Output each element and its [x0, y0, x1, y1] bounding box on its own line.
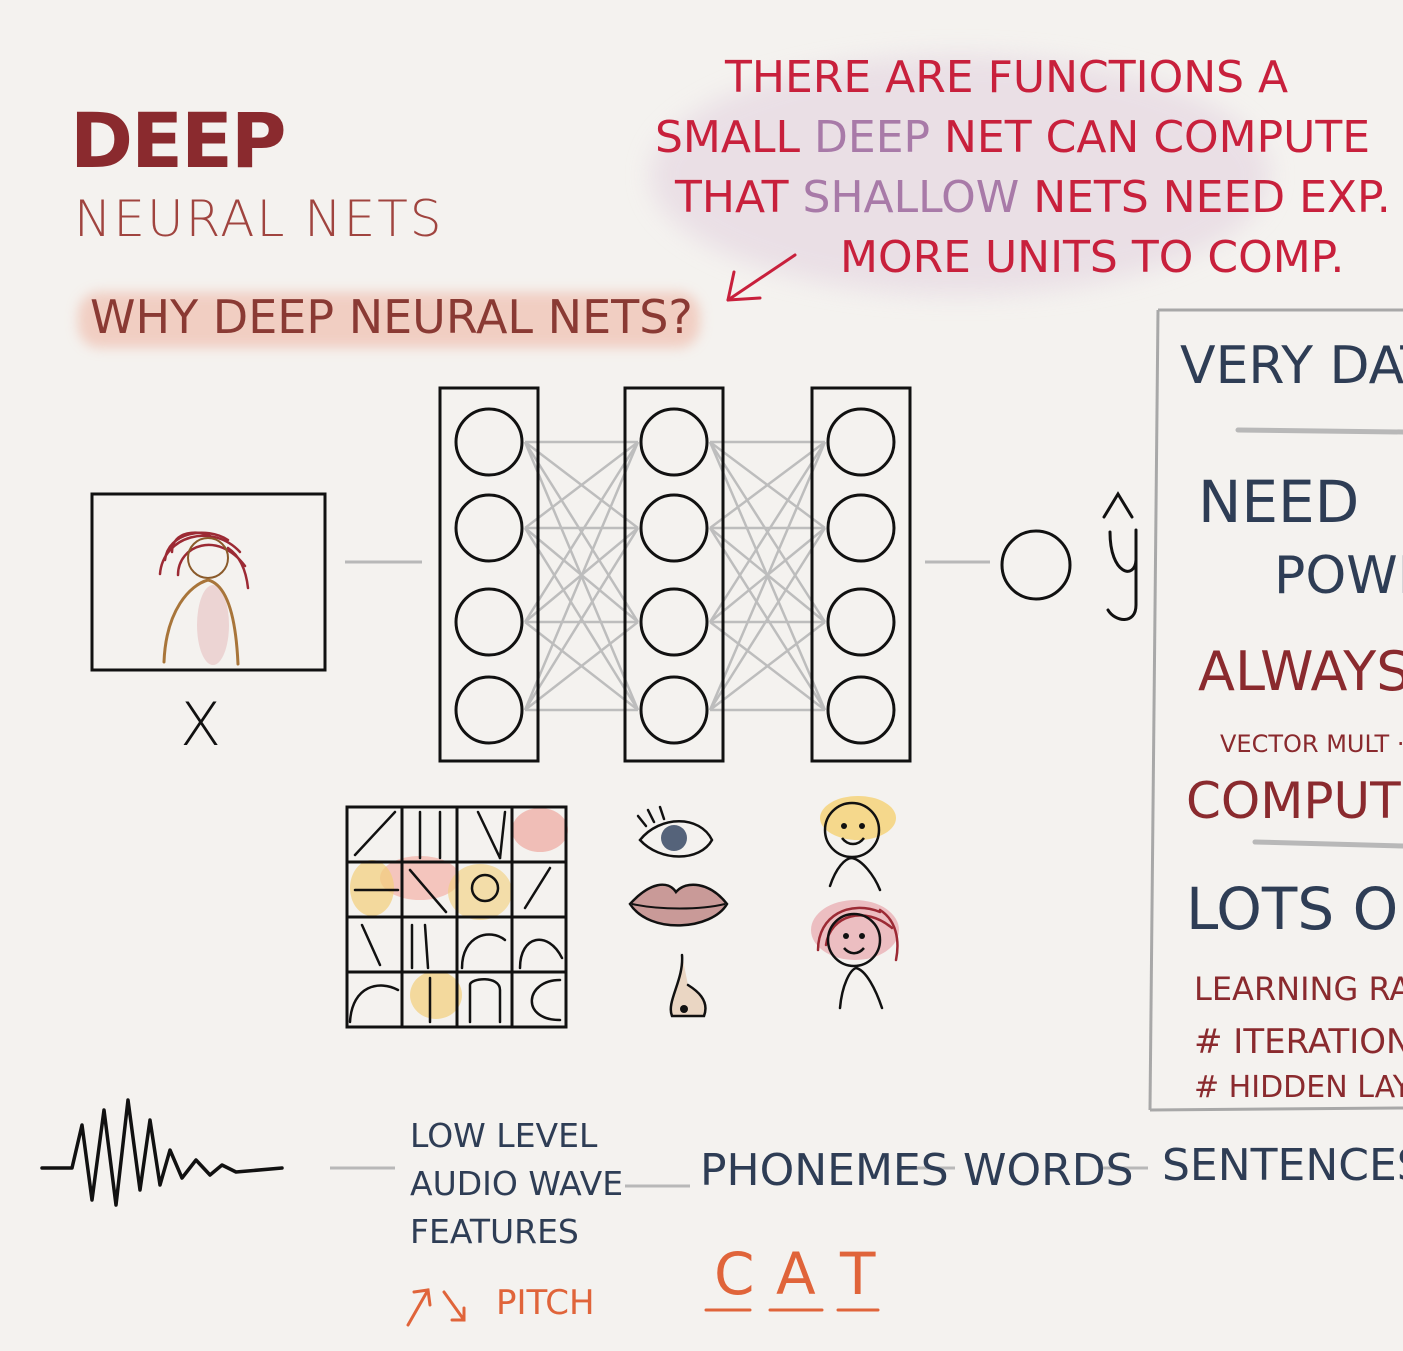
pitch-label: PITCH	[496, 1283, 595, 1323]
side-power: POWE	[1274, 546, 1403, 606]
side-always: ALWAYS	[1198, 640, 1403, 703]
layer-box	[438, 386, 540, 763]
note-accent-word: DEEP	[814, 112, 931, 163]
neuron-node	[826, 493, 896, 563]
sentences-label: SENTENCES	[1162, 1140, 1403, 1191]
audio-feature-line: FEATURES	[410, 1212, 579, 1251]
nose-icon	[669, 953, 707, 1018]
side-need: NEED	[1198, 468, 1360, 536]
connection-edge	[709, 440, 826, 530]
face-icon-2	[811, 900, 899, 1010]
output-hat	[1102, 491, 1134, 519]
note-word: NET CAN COMPUTE	[930, 112, 1371, 163]
note-line: THAT SHALLOW NETS NEED EXP.	[655, 168, 1391, 228]
connection-edge	[523, 441, 640, 623]
connection-edge	[708, 441, 827, 623]
layer-connections-2	[708, 440, 827, 712]
note-arrow	[726, 253, 797, 302]
hidden-layers	[438, 386, 912, 763]
edge-features-grid	[345, 805, 568, 1029]
output-y-glyph	[1106, 528, 1138, 621]
words-label: WORDS	[963, 1145, 1134, 1196]
neuron-node	[826, 675, 896, 745]
connection-edge	[709, 621, 826, 711]
audio-feature-line: AUDIO WAVE	[410, 1164, 624, 1203]
neuron-node	[454, 493, 524, 563]
neuron-node	[454, 675, 524, 745]
side-learning-rate: LEARNING RAT	[1194, 970, 1403, 1008]
note-word: MORE UNITS TO COMP.	[840, 232, 1345, 283]
question-highlight	[78, 292, 700, 348]
connection-edge	[523, 527, 640, 711]
connection-edge	[523, 441, 640, 711]
connection-edge	[708, 441, 827, 711]
side-compute: COMPUTE C	[1186, 772, 1403, 830]
neuron-node	[454, 587, 524, 657]
question-why-deep: WHY DEEP NEURAL NETS?	[90, 290, 693, 344]
note-line: THERE ARE FUNCTIONS A	[655, 48, 1295, 108]
note-line: MORE UNITS TO COMP.	[655, 228, 1344, 288]
layer-box	[810, 386, 912, 763]
note-word: THERE ARE FUNCTIONS A	[725, 52, 1289, 103]
note-word: NETS NEED EXP.	[1019, 172, 1391, 223]
neuron-node	[454, 407, 524, 477]
neuron-node	[826, 587, 896, 657]
neuron-node	[639, 675, 709, 745]
hair-icon	[158, 531, 250, 590]
cat-a: A	[776, 1240, 816, 1308]
note-accent-word: SHALLOW	[802, 172, 1020, 223]
phonemes-label: PHONEMES	[700, 1145, 949, 1196]
input-label-x: X	[180, 690, 222, 760]
connection-edge	[524, 441, 639, 529]
audio-feature-line: LOW LEVEL	[410, 1116, 598, 1155]
connection-edge	[708, 527, 827, 711]
cat-c: C	[714, 1240, 755, 1308]
note-line: SMALL DEEP NET CAN COMPUTE	[655, 108, 1370, 168]
audio-features-label: LOW LEVEL AUDIO WAVE FEATURES	[410, 1112, 623, 1256]
side-panel: VERY DAT NEED POWE ALWAYS VECTOR MULT · …	[1150, 310, 1403, 1110]
side-iterations: # ITERATIONS	[1194, 1022, 1403, 1062]
title-neural-nets: NEURAL NETS	[74, 190, 444, 248]
neuron-node	[639, 493, 709, 563]
layer-connections-1	[523, 440, 640, 712]
connection-edge	[524, 621, 639, 711]
side-very-data: VERY DAT	[1180, 336, 1403, 396]
audio-chain-connectors	[330, 1166, 1148, 1188]
note-word: THAT	[675, 172, 803, 223]
lips-icon	[628, 883, 729, 927]
face-icon-1	[820, 796, 896, 892]
input-image	[90, 492, 327, 672]
pitch-arrows-icon	[406, 1288, 466, 1327]
neuron-node	[826, 407, 896, 477]
cat-t: T	[840, 1240, 876, 1308]
audio-waveform-icon	[40, 1098, 284, 1207]
note-cloud	[650, 55, 1270, 295]
output-node	[1000, 529, 1072, 601]
title-deep: DEEP	[70, 96, 287, 185]
side-vector-mult: VECTOR MULT · C	[1220, 730, 1403, 758]
side-panel-frame	[1148, 308, 1403, 1112]
note-word: SMALL	[655, 112, 815, 163]
eye-icon	[636, 805, 714, 858]
side-hidden-layers: # HIDDEN LAYE	[1194, 1070, 1403, 1105]
neuron-node	[639, 407, 709, 477]
side-lots-of: LOTS OF	[1186, 875, 1403, 943]
neuron-node	[639, 587, 709, 657]
layer-box	[623, 386, 725, 763]
